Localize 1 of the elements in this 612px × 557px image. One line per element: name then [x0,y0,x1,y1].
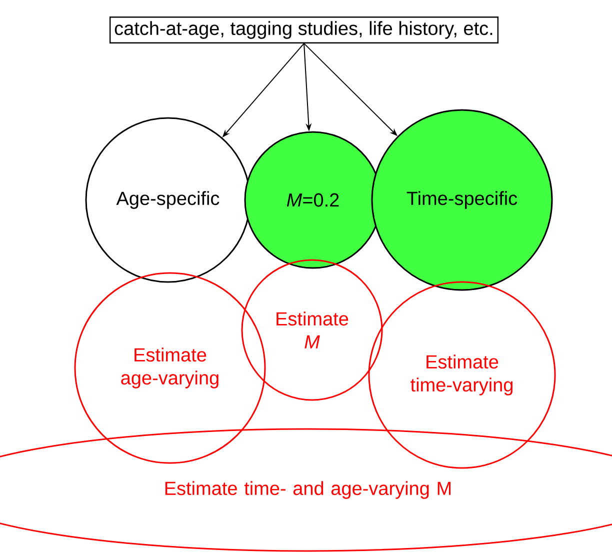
source-box: catch-at-age, tagging studies, life history, etc. [109,16,499,44]
